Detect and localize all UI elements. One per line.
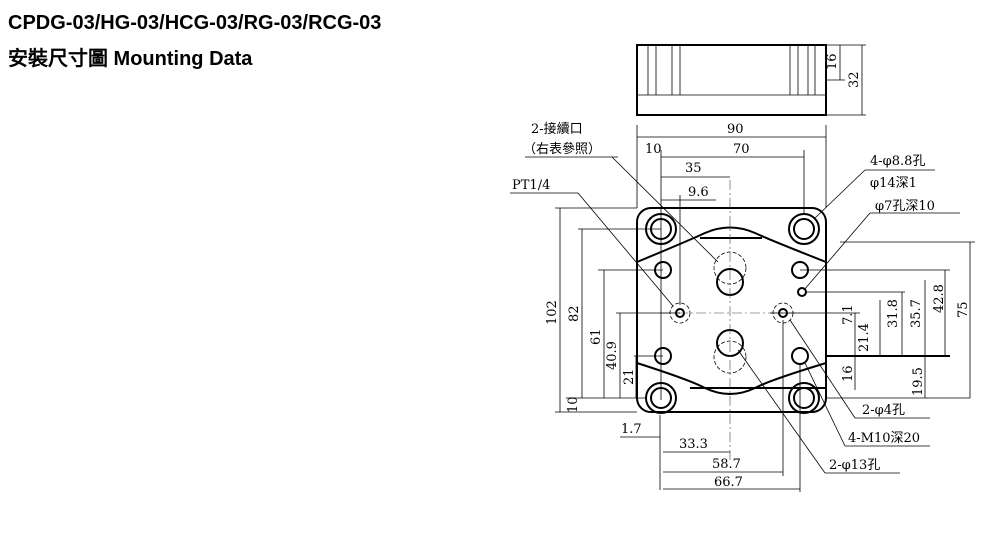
dim-7-1: 7.1 — [841, 304, 856, 325]
label-port-hole: 2-φ13孔 — [829, 458, 880, 473]
dim-58-7: 58.7 — [712, 457, 741, 472]
dim-33-3: 33.3 — [679, 437, 708, 452]
dim-35-7: 35.7 — [909, 299, 924, 328]
label-bolt-hole: 4-φ8.8孔 — [870, 154, 925, 169]
dim-31-8: 31.8 — [886, 299, 901, 328]
dim-35: 35 — [685, 161, 702, 176]
dim-right-16: 16 — [841, 365, 856, 382]
model-title: CPDG-03/HG-03/HCG-03/RG-03/RCG-03 — [8, 12, 382, 34]
dim-19-5: 19.5 — [911, 367, 926, 396]
top-view: 16 32 — [636, 44, 866, 116]
leader-lines — [510, 156, 960, 474]
label-thread: 4-M10深20 — [848, 431, 920, 446]
label-pt: PT1/4 — [512, 178, 550, 193]
label-small-hole: 2-φ4孔 — [862, 403, 905, 418]
label-port-count: 2-接續口 — [531, 121, 583, 137]
label-counterbore: φ14深1 — [870, 176, 917, 191]
dim-66-7: 66.7 — [714, 475, 743, 490]
dim-21: 21 — [622, 368, 637, 385]
dim-61: 61 — [589, 328, 604, 345]
label-pin-hole: φ7孔深10 — [875, 199, 935, 214]
dim-9-6: 9.6 — [688, 185, 709, 200]
dim-90: 90 — [727, 122, 744, 137]
dim-82: 82 — [567, 305, 582, 322]
dim-70: 70 — [733, 142, 750, 157]
dim-102: 102 — [545, 300, 560, 325]
dim-10: 10 — [645, 142, 662, 157]
drawing-subtitle: 安裝尺寸圖 Mounting Data — [8, 48, 253, 70]
dim-top-32: 32 — [847, 71, 862, 88]
dim-1-7: 1.7 — [621, 422, 642, 437]
dim-42-8: 42.8 — [932, 284, 947, 313]
dim-21-4: 21.4 — [857, 323, 872, 352]
dimension-lines — [555, 125, 975, 492]
dim-75: 75 — [956, 301, 971, 318]
label-port-ref: （右表參照） — [523, 142, 601, 157]
plan-view — [636, 180, 827, 460]
dim-left-10: 10 — [566, 396, 581, 413]
dim-40-9: 40.9 — [605, 341, 620, 370]
dim-top-16: 16 — [825, 53, 840, 70]
